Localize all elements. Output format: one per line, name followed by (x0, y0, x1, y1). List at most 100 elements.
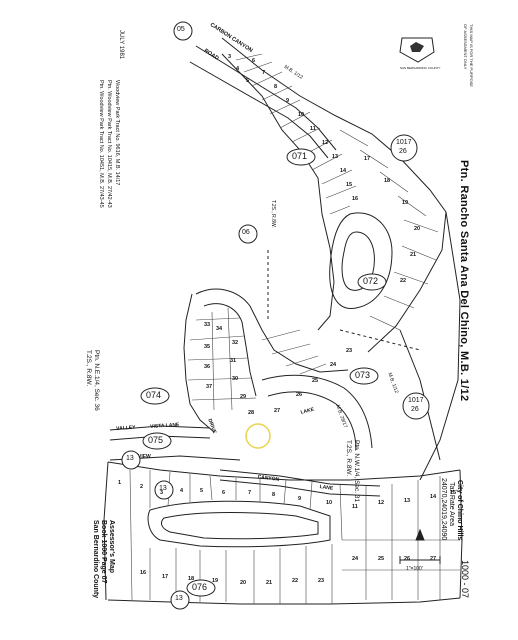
lot-number[interactable]: 5 (246, 78, 250, 84)
lot-number[interactable]: 8 (274, 84, 278, 90)
lot-number[interactable]: 34 (216, 326, 223, 332)
ref-1017a-bottom[interactable]: 26 (399, 148, 407, 155)
parcel-075-label[interactable]: 075 (148, 435, 164, 445)
lot-number[interactable]: 25 (378, 556, 385, 562)
canyon-lane-edge (219, 469, 381, 487)
lot-number[interactable]: 36 (204, 364, 211, 370)
lot-number[interactable]: 25 (312, 378, 319, 384)
parcel-13b-circle[interactable] (154, 480, 174, 500)
lot-number[interactable]: 12 (378, 500, 385, 506)
parcel-05-label[interactable]: 05 (177, 26, 185, 33)
lot-number[interactable]: 14 (340, 168, 347, 174)
lot-number[interactable]: 24 (330, 362, 337, 368)
lot-number[interactable]: 10 (298, 112, 305, 118)
lot-number[interactable]: 19 (212, 578, 219, 584)
parcel-06-circle[interactable] (238, 224, 258, 244)
lot-number[interactable]: 23 (318, 578, 325, 584)
lot-number[interactable]: 22 (400, 278, 407, 284)
section-31-line-1: Ptn. N.W.1/4, Sec. 31 (353, 440, 360, 503)
lot-number[interactable]: 8 (272, 492, 276, 498)
lot-number[interactable]: 4 (180, 488, 184, 494)
lot-number[interactable]: 18 (188, 576, 195, 582)
carbon-canyon-road-edge (189, 61, 329, 159)
lot-number[interactable]: 20 (414, 226, 421, 232)
lot-number[interactable]: 21 (266, 580, 273, 586)
lot-number[interactable]: 27 (430, 556, 437, 562)
lot-number[interactable]: 19 (402, 200, 409, 206)
lot-number[interactable]: 17 (364, 156, 371, 162)
parcel-073-oval[interactable] (349, 367, 379, 385)
parcel-05-circle[interactable] (173, 21, 193, 41)
ref-trs: T.2S., R.8W. (270, 200, 276, 228)
lot-number[interactable]: 32 (232, 340, 239, 346)
lot-number[interactable]: 24 (352, 556, 359, 562)
lot-number[interactable]: 2 (140, 484, 144, 490)
lot-number[interactable]: 13 (404, 498, 411, 504)
lot-number[interactable]: 21 (410, 252, 417, 258)
lot-number[interactable]: 16 (140, 570, 147, 576)
ref-1017b-bottom[interactable]: 26 (411, 406, 419, 413)
lot-number[interactable]: 12 (322, 140, 329, 146)
lot-number[interactable]: 11 (310, 126, 316, 132)
lot-number[interactable]: 31 (230, 358, 237, 364)
parcel-13b-label[interactable]: 13 (159, 485, 167, 492)
lot-number[interactable]: 3 (160, 490, 164, 496)
lot-number[interactable]: 29 (240, 394, 247, 400)
lot-number[interactable]: 14 (430, 494, 437, 500)
lot-number[interactable]: 15 (450, 490, 457, 496)
parcel-072-label[interactable]: 072 (363, 276, 379, 286)
lot-number[interactable]: 35 (204, 344, 211, 350)
lot-number[interactable]: 22 (292, 578, 299, 584)
lot-number[interactable]: 16 (352, 196, 359, 202)
lot-number[interactable]: 1 (118, 480, 122, 486)
parcel-13a-label[interactable]: 13 (126, 455, 134, 462)
lot-number[interactable]: 30 (232, 376, 239, 382)
lot-number[interactable]: 33 (204, 322, 211, 328)
ref-1017a-circle[interactable] (390, 134, 418, 162)
parcel-13c-label[interactable]: 13 (175, 595, 183, 602)
parcel-06-label[interactable]: 06 (242, 229, 250, 236)
lot-number[interactable]: 13 (332, 154, 339, 160)
ref-1017b-top[interactable]: 1017 (408, 397, 424, 404)
lot-number[interactable]: 6 (222, 490, 226, 496)
lot-number[interactable]: 9 (286, 98, 290, 104)
parcel-073-label[interactable]: 073 (355, 370, 371, 380)
lot-number[interactable]: 20 (240, 580, 247, 586)
ref-1017a-top[interactable]: 1017 (396, 139, 412, 146)
parcel-071-oval[interactable] (286, 148, 316, 166)
lot-number[interactable]: 4 (236, 66, 240, 72)
lot-number[interactable]: 17 (162, 574, 169, 580)
parcel-076-label[interactable]: 076 (192, 582, 208, 592)
parcel-074-label[interactable]: 074 (146, 390, 162, 400)
parcel-075-oval[interactable] (142, 432, 172, 450)
parcel-13c-circle[interactable] (170, 590, 190, 610)
parcel-076-oval[interactable] (186, 579, 216, 597)
canyon-lane-edge (219, 479, 381, 497)
street-view: VIEW (138, 454, 151, 460)
ref-1017b-circle[interactable] (402, 392, 430, 420)
lower-tract-south (107, 597, 461, 605)
lot-number[interactable]: 7 (248, 490, 252, 496)
lot-number[interactable]: 15 (346, 182, 353, 188)
lot-number[interactable]: 5 (200, 488, 204, 494)
lot-number[interactable]: 37 (206, 384, 213, 390)
parcel-071-label[interactable]: 071 (292, 151, 308, 161)
lot-number[interactable]: 9 (298, 496, 302, 502)
lot-number[interactable]: 6 (252, 58, 256, 64)
parcel-072-oval[interactable] (357, 273, 387, 291)
lot-number[interactable]: 3 (228, 54, 232, 60)
lot-number[interactable]: 23 (346, 348, 353, 354)
lot-number[interactable]: 18 (384, 178, 391, 184)
lot-number[interactable]: 7 (262, 70, 266, 76)
lower-tract-east (459, 469, 463, 599)
lot-number[interactable]: 10 (326, 500, 333, 506)
parcel-13a-circle[interactable] (121, 450, 141, 470)
lot-number[interactable]: 27 (274, 408, 281, 414)
lot-number[interactable]: 11 (352, 504, 358, 510)
parcel-074-oval[interactable] (140, 387, 170, 405)
vista-lane-edge (109, 425, 211, 431)
lot-number[interactable]: 26 (296, 392, 303, 398)
lot-number[interactable]: 28 (248, 410, 255, 416)
lot-number[interactable]: 26 (404, 556, 411, 562)
